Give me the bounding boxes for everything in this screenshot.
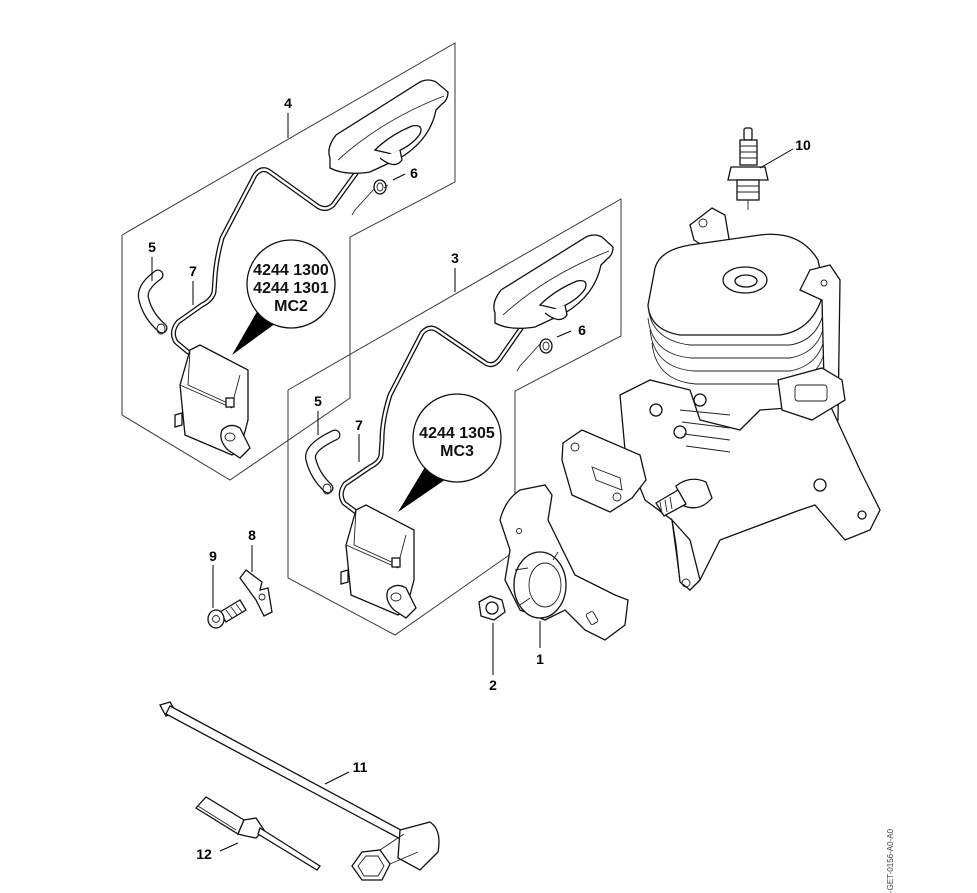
badge-mc3: 4244 1305 MC3 [398,393,502,512]
ground-plate [239,569,273,617]
spring-mc2 [351,179,389,216]
screw [207,599,247,629]
leader-lines [151,113,794,852]
panel-assembly-mc2 [121,42,456,481]
screwdriver [194,796,321,871]
callout-3: 3 [451,250,459,266]
badge-mc3-line1: 4244 1305 [419,425,495,442]
callout-6-mc2: 6 [410,165,418,181]
document-id: -GET-0156-A0-A0 [886,828,895,893]
engine-cylinder [561,207,881,591]
callout-7-mc2: 7 [189,263,197,279]
callout-1: 1 [536,651,544,667]
callout-7-mc3: 7 [355,417,363,433]
callout-10: 10 [795,137,811,153]
spring-mc3 [516,338,553,372]
ignition-lead-mc2 [170,79,449,459]
spark-plug [727,127,769,210]
switch-window-icon [225,397,235,408]
callout-8: 8 [248,527,256,543]
badge-mc2: 4244 1300 4244 1301 MC2 [232,239,336,355]
panel-assembly-mc3 [287,198,622,636]
badge-mc2-line2: 4244 1301 [253,280,329,297]
callout-11: 11 [353,759,368,775]
callout-5-mc2: 5 [148,239,156,255]
callout-9: 9 [209,548,217,564]
badge-mc2-line1: 4244 1300 [253,262,329,279]
callout-12: 12 [196,846,212,862]
callout-6-mc3: 6 [578,322,586,338]
callout-2: 2 [489,677,497,693]
combination-wrench [159,701,440,881]
callout-5-mc3: 5 [314,393,322,409]
badge-mc2-line3: MC2 [274,298,308,315]
ignition-lead-mc3 [338,234,614,619]
callout-4: 4 [284,95,292,111]
ignition-module-mount [499,484,629,641]
hose-mc3 [305,429,341,495]
badge-mc3-line2: MC3 [440,443,474,460]
callout-labels: 4 3 5 5 6 6 7 7 8 9 10 1 2 11 12 [148,95,811,862]
switch-window-icon [391,557,401,568]
hose-mc2 [137,269,168,335]
hex-nut [478,595,506,621]
